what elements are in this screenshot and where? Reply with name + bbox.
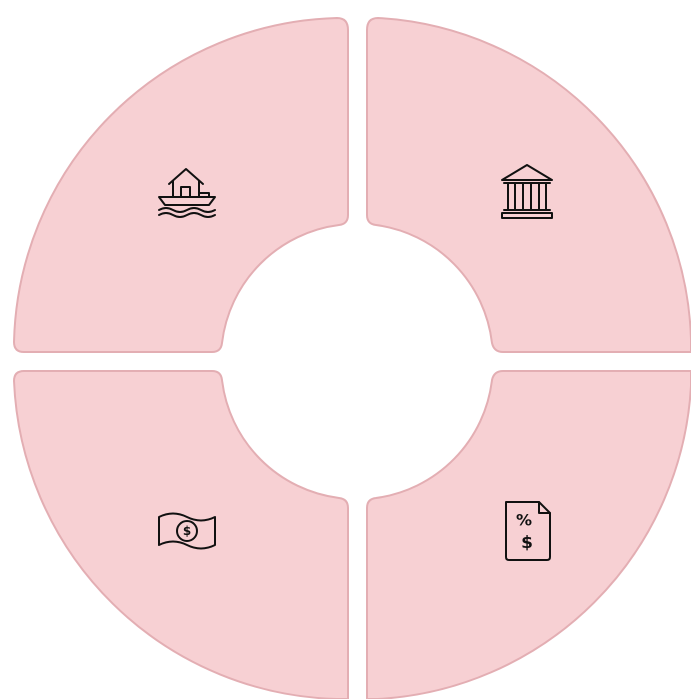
tax-document-icon: % $ <box>505 501 551 561</box>
bank-icon <box>501 164 553 219</box>
svg-text:%: % <box>516 511 532 530</box>
segment-top-left[interactable] <box>12 16 349 353</box>
segment-bottom-left[interactable]: $ <box>12 370 349 699</box>
segment-bottom-right[interactable]: % $ <box>366 370 691 699</box>
segment-top-right[interactable] <box>366 16 691 353</box>
houseboat-icon <box>158 168 216 218</box>
svg-text:$: $ <box>521 533 533 553</box>
money-bill-icon: $ <box>158 512 216 550</box>
segment-top-left-shape[interactable] <box>12 16 349 353</box>
segment-bottom-left-shape[interactable] <box>12 370 349 699</box>
segment-top-right-shape[interactable] <box>366 16 691 353</box>
segment-bottom-right-shape[interactable] <box>366 370 691 699</box>
svg-text:$: $ <box>183 524 191 538</box>
